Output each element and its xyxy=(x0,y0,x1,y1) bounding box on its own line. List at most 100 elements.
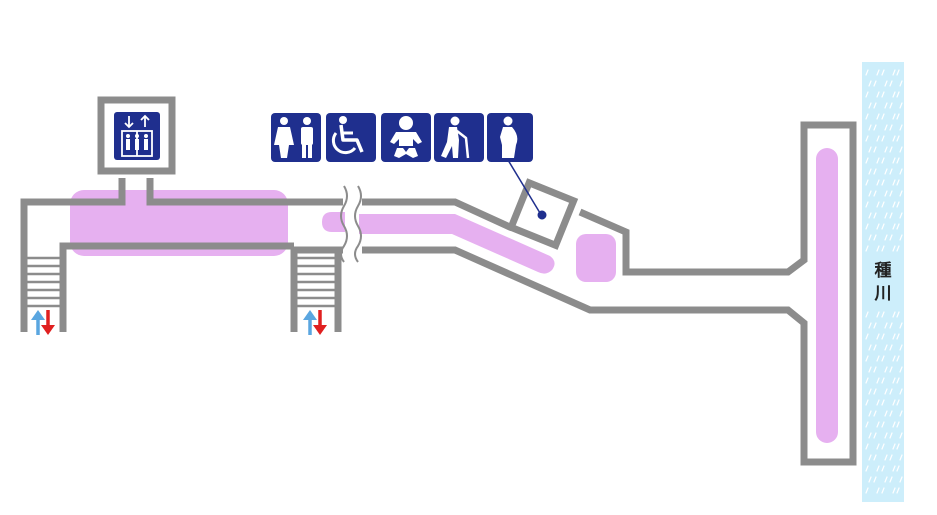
stairs-right[interactable] xyxy=(297,256,335,335)
river-ripple xyxy=(876,157,880,164)
river-ripple xyxy=(884,344,888,351)
river-ripple xyxy=(892,201,896,208)
river-ripple xyxy=(868,366,872,373)
river-ripple xyxy=(889,146,893,153)
river-ripple xyxy=(889,454,893,461)
river-ripple xyxy=(896,179,900,186)
elderly-icon[interactable] xyxy=(434,113,484,162)
river-ripple xyxy=(881,487,885,494)
restroom-icon[interactable] xyxy=(271,113,321,162)
pregnant-woman-icon[interactable] xyxy=(487,113,533,162)
river-ripple xyxy=(896,91,900,98)
river-ripple xyxy=(868,454,872,461)
river-ripple xyxy=(899,102,903,109)
elevator[interactable] xyxy=(97,96,176,175)
river-ripple xyxy=(892,179,896,186)
river-ripple xyxy=(881,91,885,98)
restroom-room[interactable] xyxy=(506,178,579,250)
river-ripple xyxy=(865,245,869,252)
river-ripple xyxy=(884,410,888,417)
river-ripple xyxy=(876,355,880,362)
river-ripple xyxy=(876,135,880,142)
river-ripple xyxy=(889,410,893,417)
river-ripple xyxy=(868,80,872,87)
river-ripple xyxy=(896,355,900,362)
river-ripple xyxy=(876,377,880,384)
river-ripple xyxy=(892,135,896,142)
river-ripple xyxy=(873,432,877,439)
river-ripple xyxy=(881,245,885,252)
river-ripple xyxy=(881,355,885,362)
river-ripple xyxy=(865,113,869,120)
river-ripple xyxy=(896,245,900,252)
river-ripple xyxy=(884,388,888,395)
river-ripple xyxy=(876,201,880,208)
river-ripple xyxy=(884,322,888,329)
river-ripple xyxy=(889,212,893,219)
stairs-up-arrow-icon xyxy=(303,310,317,335)
river-ripple xyxy=(884,102,888,109)
river-ripple xyxy=(876,443,880,450)
river-ripple xyxy=(881,311,885,318)
river-ripple xyxy=(892,69,896,76)
river-ripple xyxy=(896,421,900,428)
elevator-icon xyxy=(114,112,160,160)
river-ripple xyxy=(868,432,872,439)
river-ripple xyxy=(865,377,869,384)
river-ripple xyxy=(881,223,885,230)
river-ripple xyxy=(881,421,885,428)
river-ripple xyxy=(889,80,893,87)
river-ripple xyxy=(892,157,896,164)
river-ripple xyxy=(876,113,880,120)
river-ripple xyxy=(865,399,869,406)
river-ripple xyxy=(892,399,896,406)
river-ripple xyxy=(881,377,885,384)
wall-upper-mid xyxy=(146,178,343,206)
river-ripple xyxy=(865,91,869,98)
river-ripple xyxy=(873,212,877,219)
river-ripple xyxy=(865,201,869,208)
river-ripple xyxy=(892,421,896,428)
river-ripple xyxy=(865,333,869,340)
baby-changing-icon[interactable] xyxy=(381,113,431,162)
river-ripple xyxy=(865,465,869,472)
river-ripple xyxy=(865,355,869,362)
stairs-left[interactable] xyxy=(27,256,60,335)
river-ripple xyxy=(892,377,896,384)
river-ripple xyxy=(884,454,888,461)
river-ripple xyxy=(865,157,869,164)
river-ripple xyxy=(889,190,893,197)
river-ripple xyxy=(892,487,896,494)
river-ripple xyxy=(873,168,877,175)
river-ripple xyxy=(892,465,896,472)
river-ripple xyxy=(889,168,893,175)
river-ripple xyxy=(873,344,877,351)
river-ripple xyxy=(889,234,893,241)
wall-lower-mid xyxy=(290,246,343,332)
river-ripple xyxy=(868,102,872,109)
river-ripple xyxy=(899,344,903,351)
river-ripple xyxy=(876,465,880,472)
river-ripple xyxy=(896,69,900,76)
river-ripple xyxy=(881,201,885,208)
river-ripple xyxy=(881,443,885,450)
wheelchair-icon[interactable] xyxy=(326,113,376,162)
river-ripple xyxy=(868,146,872,153)
river-ripple xyxy=(896,201,900,208)
river-ripple xyxy=(865,443,869,450)
river-ripple xyxy=(896,377,900,384)
river-ripples xyxy=(865,69,903,494)
walkway-highlights xyxy=(70,148,838,443)
river-ripple xyxy=(868,234,872,241)
river-ripple xyxy=(873,388,877,395)
river-ripple xyxy=(876,421,880,428)
river-ripple xyxy=(889,476,893,483)
river-ripple xyxy=(899,454,903,461)
river-ripple xyxy=(892,443,896,450)
river-ripple xyxy=(873,410,877,417)
river-ripple xyxy=(899,80,903,87)
river-ripple xyxy=(873,476,877,483)
river-ripple xyxy=(873,190,877,197)
river-ripple xyxy=(896,399,900,406)
